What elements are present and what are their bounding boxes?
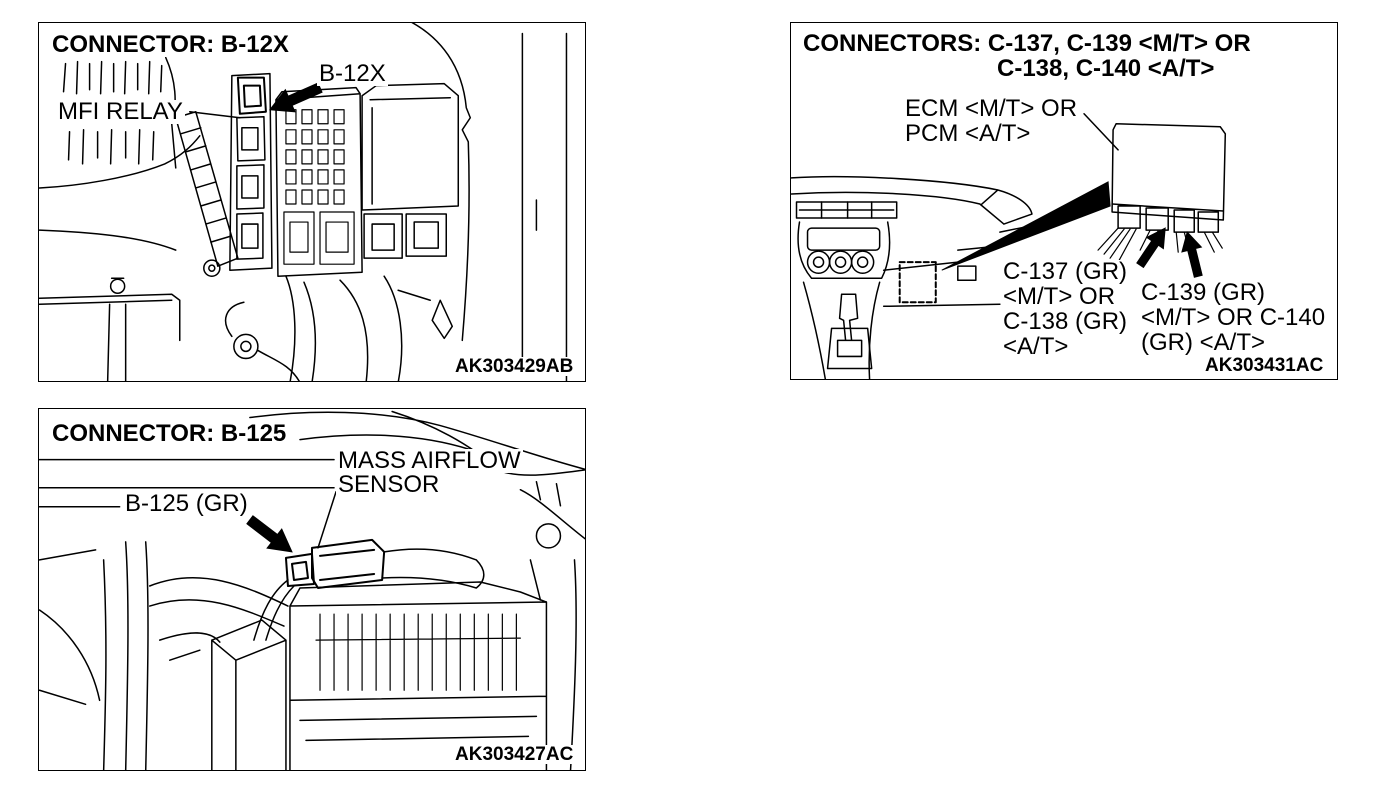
shroud-ribs bbox=[62, 60, 163, 165]
control-knob-center bbox=[834, 256, 847, 268]
side-lines bbox=[529, 559, 577, 770]
battery-terminal-ring bbox=[233, 333, 259, 360]
sensor-leader-line bbox=[317, 490, 337, 549]
ecm-leader-line bbox=[1083, 113, 1119, 151]
battery-box bbox=[211, 619, 287, 770]
fuse-box-cover bbox=[361, 82, 460, 211]
sensor-wiring bbox=[253, 579, 295, 641]
gear-shifter bbox=[826, 293, 873, 370]
arrow-icon bbox=[1181, 231, 1203, 278]
sensor-connector bbox=[284, 552, 316, 587]
left-connector-label-line-3: C-138 (GR) bbox=[1001, 308, 1130, 335]
arrow-icon bbox=[1136, 227, 1166, 269]
mass-airflow-sensor-illustration bbox=[39, 410, 585, 770]
glovebox-outline bbox=[882, 225, 1031, 308]
ecm-label-line-1: ECM <M/T> OR bbox=[903, 95, 1080, 122]
right-connector-label-line-3: (GR) <A/T> bbox=[1139, 329, 1268, 356]
panel-title: CONNECTOR: B-125 bbox=[50, 420, 289, 447]
mass-airflow-sensor bbox=[310, 538, 386, 589]
strut-mount bbox=[535, 523, 562, 549]
component-label-line-2: SENSOR bbox=[336, 471, 442, 498]
engine-bay-fuse-box-illustration bbox=[39, 23, 568, 381]
location-wedge bbox=[941, 181, 1111, 271]
control-knob-center bbox=[812, 256, 825, 268]
relay-block bbox=[229, 72, 273, 271]
arrow-icon bbox=[246, 515, 293, 553]
support-bracket bbox=[39, 277, 181, 381]
ecm-connectors-panel: CONNECTORS: C-137, C-139 <M/T> OR C-138,… bbox=[790, 22, 1338, 380]
right-connector-label-line-1: C-139 (GR) bbox=[1139, 279, 1268, 306]
panel-title-line-2: C-138, C-140 <A/T> bbox=[995, 55, 1217, 82]
hood-lines bbox=[39, 458, 335, 508]
battery-terminal-hole bbox=[240, 340, 252, 353]
ecm-connectors bbox=[1111, 203, 1225, 233]
control-knob bbox=[828, 250, 853, 274]
strut-lines bbox=[521, 32, 568, 381]
figure-code: AK303431AC bbox=[1203, 355, 1326, 376]
under-dash-bracket bbox=[957, 265, 977, 281]
ecm-unit bbox=[1111, 123, 1227, 221]
ecm-label-line-2: PCM <A/T> bbox=[903, 120, 1033, 147]
pipes-left bbox=[102, 541, 149, 770]
power-relays bbox=[363, 213, 447, 259]
left-connector-label-line-1: C-137 (GR) bbox=[1001, 258, 1130, 285]
engine-bay-linework bbox=[39, 23, 568, 381]
air-vent-grille bbox=[798, 201, 895, 219]
component-label: MFI RELAY bbox=[56, 98, 185, 125]
mfi-relay-leader-line bbox=[189, 110, 241, 119]
center-stack bbox=[797, 221, 891, 279]
left-structure bbox=[39, 549, 101, 706]
figure-code: AK303427AC bbox=[453, 744, 576, 765]
mount-bolt-center bbox=[208, 264, 216, 272]
center-display bbox=[806, 227, 881, 251]
dashboard-linework bbox=[791, 113, 1227, 379]
fuse-grid bbox=[283, 109, 355, 265]
connector-label: B-12X bbox=[317, 60, 388, 87]
intake-duct bbox=[381, 548, 485, 589]
mfi-relay bbox=[236, 76, 267, 115]
figure-code: AK303429AB bbox=[453, 356, 576, 377]
panel-title: CONNECTOR: B-12X bbox=[50, 31, 291, 58]
strut-tower bbox=[495, 468, 585, 540]
mount-bolt bbox=[203, 259, 221, 277]
fender-outline bbox=[411, 23, 472, 342]
dashboard-outline bbox=[791, 175, 1033, 225]
arrow-icon bbox=[268, 82, 323, 113]
air-cleaner-box bbox=[289, 581, 548, 770]
control-knob bbox=[850, 250, 875, 274]
engine-compartment-linework bbox=[39, 410, 585, 770]
center-console bbox=[802, 281, 881, 379]
ecm-location-marker bbox=[898, 261, 937, 304]
left-connector-label-line-2: <M/T> OR bbox=[1001, 283, 1118, 310]
wiring-harness bbox=[174, 110, 239, 267]
battery-cable bbox=[224, 301, 300, 381]
panel-title-line-1: CONNECTORS: C-137, C-139 <M/T> OR bbox=[801, 30, 1253, 57]
connector-b125-panel: CONNECTOR: B-125 MASS AIRFLOW SENSOR B-1… bbox=[38, 408, 586, 771]
fuse-box bbox=[275, 86, 363, 277]
connector-label: B-125 (GR) bbox=[123, 490, 250, 517]
component-label-line-1: MASS AIRFLOW bbox=[336, 447, 523, 474]
bracket-bolt bbox=[109, 278, 126, 295]
control-knob-center bbox=[856, 256, 869, 268]
left-connector-label-line-4: <A/T> bbox=[1001, 333, 1071, 360]
hose-bundle bbox=[148, 576, 289, 661]
air-cleaner-ribs bbox=[315, 613, 521, 691]
hoses bbox=[285, 275, 431, 381]
connector-b12x-panel: CONNECTOR: B-12X B-12X MFI RELAY AK30342… bbox=[38, 22, 586, 382]
dashboard-ecm-illustration bbox=[791, 113, 1227, 379]
control-knob bbox=[806, 250, 831, 274]
right-connector-label-line-2: <M/T> OR C-140 bbox=[1139, 304, 1328, 331]
air-vent bbox=[795, 201, 898, 219]
